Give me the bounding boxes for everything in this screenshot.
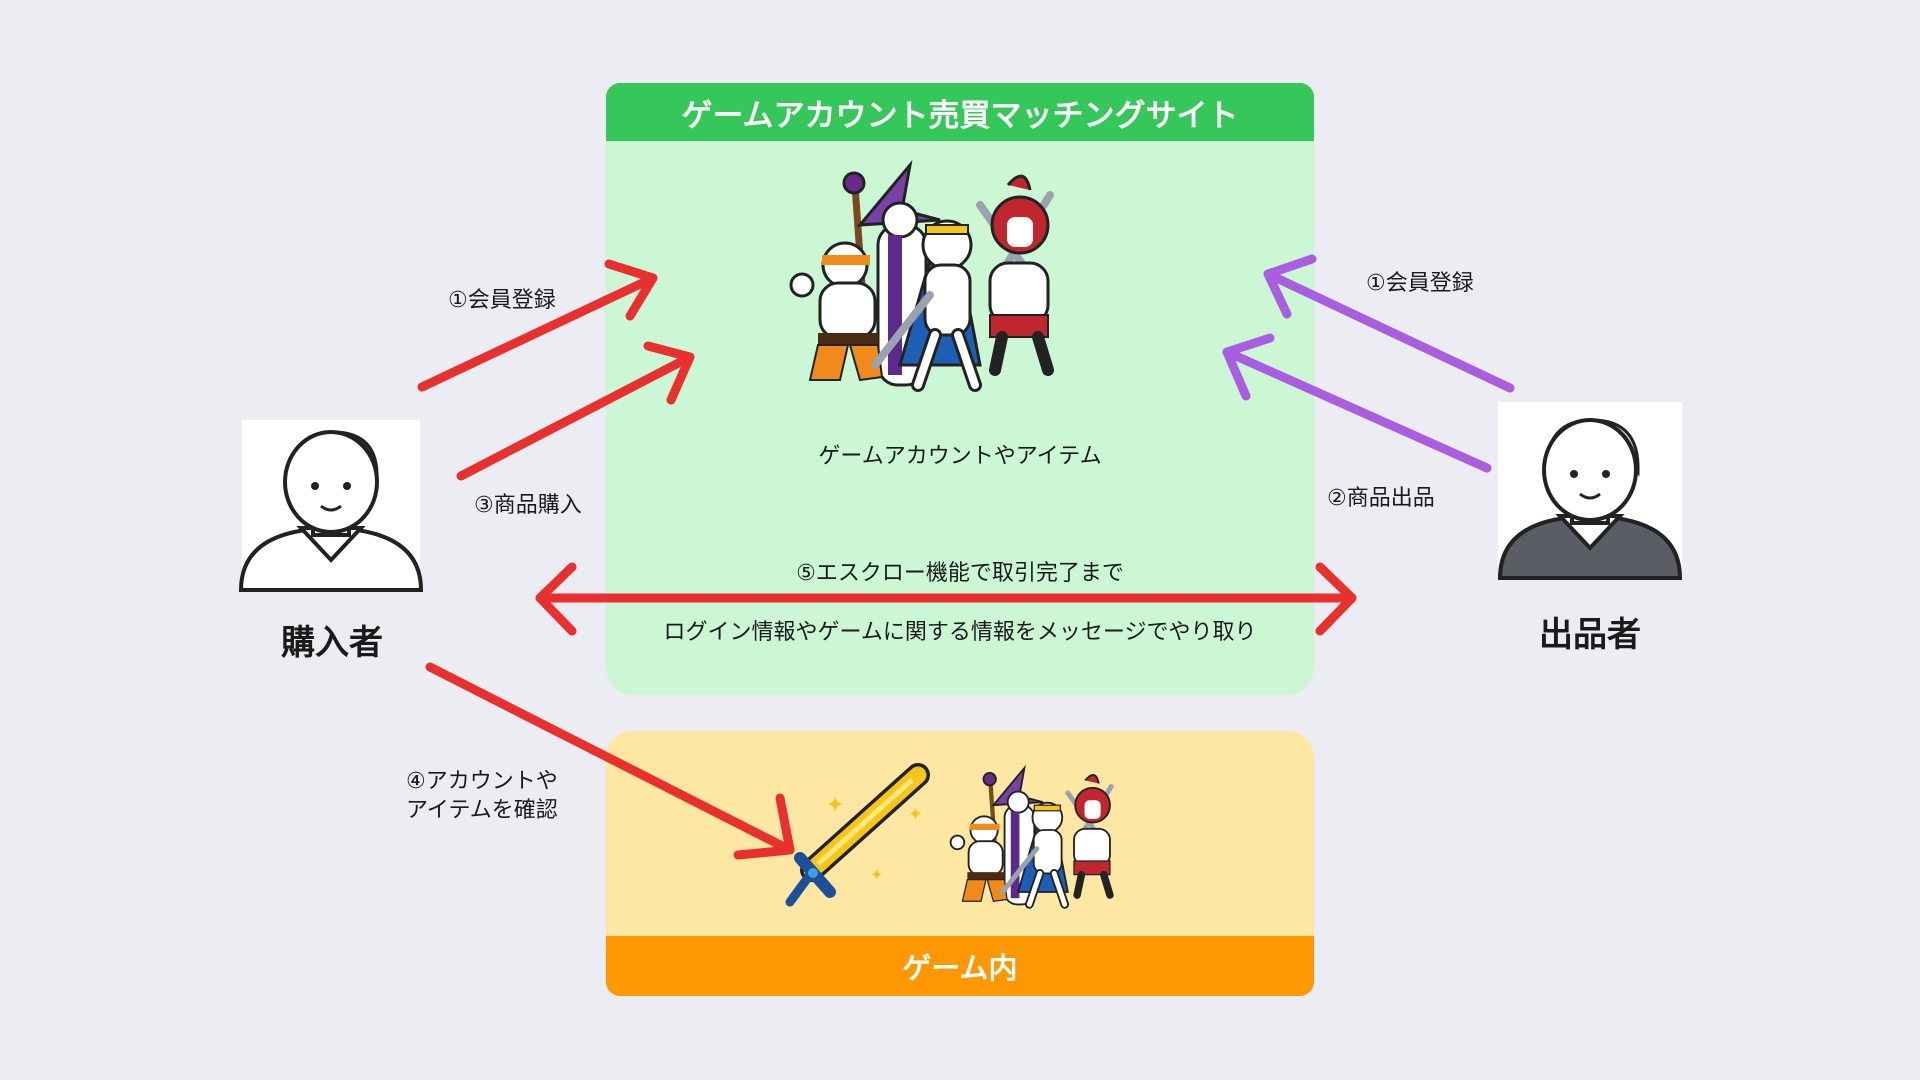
characters-group-small-icon [951, 768, 1112, 904]
buyer-confirm-label-line1: ④アカウントや [406, 769, 558, 794]
sword-icon: ✦ ✦ ✦ [785, 763, 930, 907]
svg-text:✦: ✦ [908, 804, 923, 825]
message-label: ログイン情報やゲームに関する情報をメッセージでやり取り [663, 620, 1257, 645]
buyer-register-label: ①会員登録 [448, 288, 556, 313]
buyer-label: 購入者 [281, 623, 383, 663]
site-panel [606, 83, 1314, 695]
seller-list-label: ②商品出品 [1327, 486, 1435, 511]
seller-list-arrow [1222, 333, 1492, 473]
buyer-confirm-label-line2: アイテムを確認 [406, 798, 558, 823]
seller-avatar-icon [1498, 418, 1682, 580]
seller-register-arrow [1263, 254, 1515, 393]
buyer-purchase-arrow [456, 341, 695, 481]
seller-label: 出品者 [1539, 615, 1641, 655]
site-caption: ゲームアカウントやアイテム [818, 444, 1102, 469]
svg-text:✦: ✦ [826, 793, 844, 818]
site-title: ゲームアカウント売買マッチングサイト [606, 83, 1314, 141]
buyer-register-arrow [417, 259, 658, 392]
buyer-purchase-label: ③商品購入 [474, 493, 582, 518]
svg-text:✦: ✦ [870, 865, 883, 884]
game-title: ゲーム内 [606, 936, 1314, 996]
escrow-label: ⑤エスクロー機能で取引完了まで [796, 561, 1124, 586]
seller-register-label: ①会員登録 [1366, 271, 1474, 296]
escrow-bidirectional-arrow [535, 562, 1357, 636]
buyer-avatar-icon [239, 430, 423, 592]
buyer-confirm-arrow [425, 662, 795, 860]
characters-group-icon [791, 165, 1050, 385]
